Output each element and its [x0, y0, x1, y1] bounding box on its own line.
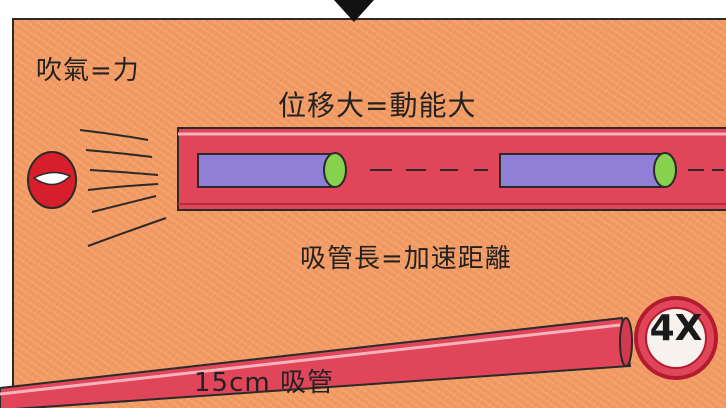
badge-circle: [634, 296, 718, 380]
bottom-straw: [0, 316, 633, 408]
blow-force-label: 吹氣=力: [36, 56, 140, 86]
projectile-start: [197, 152, 347, 188]
straw-size-label: 15cm 吸管: [194, 368, 334, 398]
displacement-kinetic-label: 位移大=動能大: [278, 89, 477, 122]
straw-length-label: 吸管長=加速距離: [300, 244, 512, 274]
orange-paper-background: [12, 18, 726, 408]
badge-label: 4X: [649, 308, 703, 349]
projectile-end: [499, 152, 677, 188]
mouth-icon: [27, 151, 77, 209]
air-flow-lines: [79, 129, 167, 247]
down-arrow-icon: [334, 0, 374, 22]
